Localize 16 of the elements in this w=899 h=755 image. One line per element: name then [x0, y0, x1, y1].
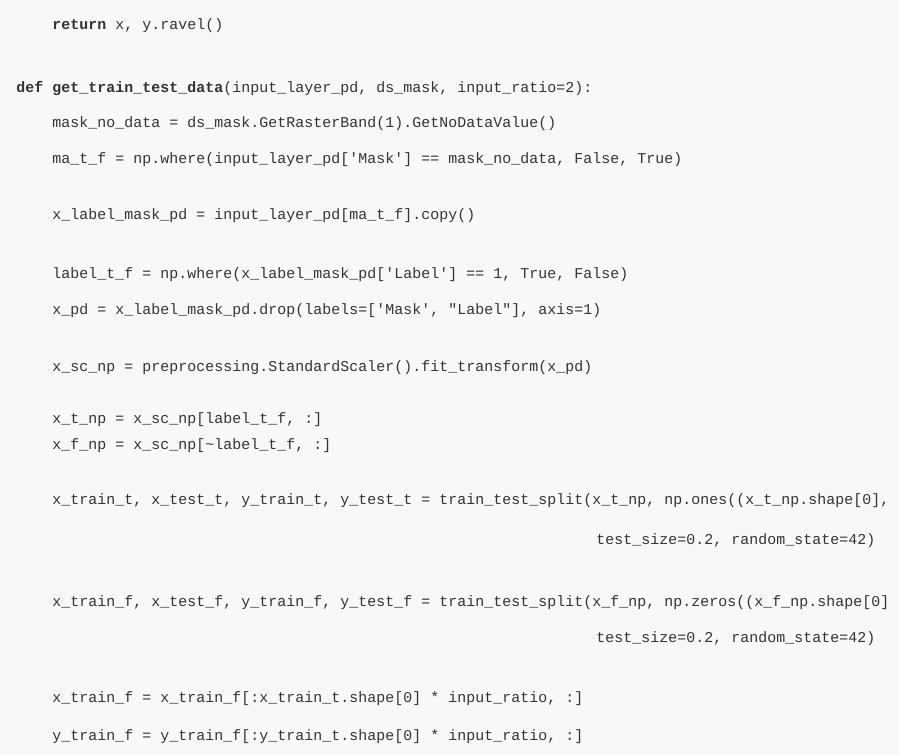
code-line: x_pd = x_label_mask_pd.drop(labels=['Mask', "Label"], axis=1) [52, 303, 599, 318]
code-line: mask_no_data = ds_mask.GetRasterBand(1).GetNoDataValue() [52, 116, 554, 130]
code-line: y_train_f = y_train_f[:y_train_t.shape[0] * input_ratio, :] [52, 729, 580, 744]
code-line: ma_t_f = np.where(input_layer_pd['Mask'] == mask_no_data, False, True) [52, 152, 680, 166]
code-line: x_train_t, x_test_t, y_train_t, y_test_t = train_test_split(x_t_np, np.ones((x_t_np.shape[0], [52, 493, 886, 508]
code-line: x_label_mask_pd = input_layer_pd[ma_t_f].copy() [52, 208, 473, 222]
code-line: x_f_np = x_sc_np[~label_t_f, :] [52, 438, 328, 452]
code-line: x_train_f, x_test_f, y_train_f, y_test_f = train_test_split(x_f_np, np.zeros((x_f_np.shape[0] [52, 595, 886, 610]
code-line: return x, y.ravel() [54, 18, 221, 32]
code-line: test_size=0.2, random_state=42) [598, 631, 873, 646]
code-line: def get_train_test_data(input_layer_pd, ds_mask, input_ratio=2): [16, 80, 589, 96]
code-line: x_sc_np = preprocessing.StandardScaler().fit_transform(x_pd) [52, 360, 590, 374]
code-line: label_t_f = np.where(x_label_mask_pd['Label'] == 1, True, False) [54, 267, 626, 282]
code-line: x_train_f = x_train_f[:x_train_t.shape[0] * input_ratio, :] [52, 691, 580, 706]
code-line: test_size=0.2, random_state=42) [598, 533, 873, 548]
code-line: x_t_np = x_sc_np[label_t_f, :] [52, 412, 320, 426]
